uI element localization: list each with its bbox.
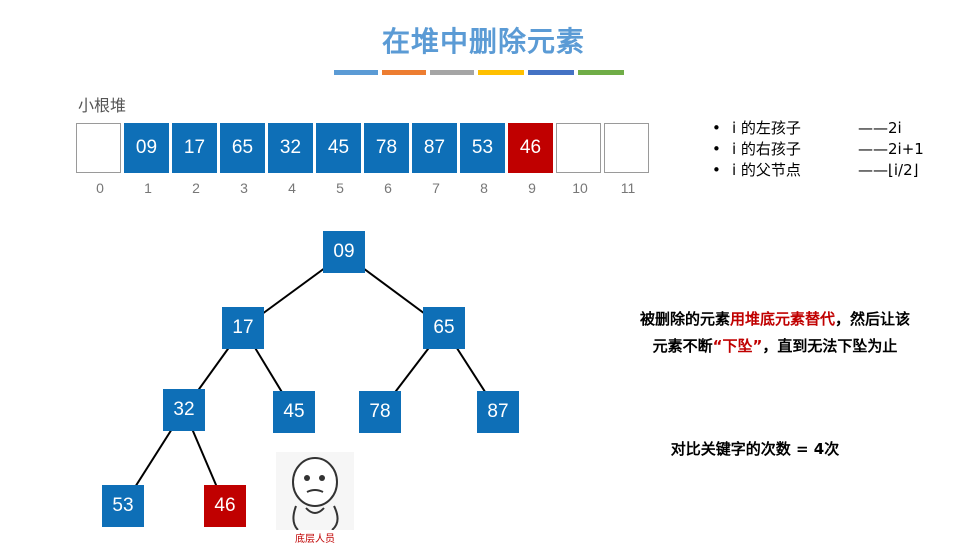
tree-node-78: 78 bbox=[359, 391, 401, 433]
meme-caption: 底层人员 bbox=[276, 530, 354, 545]
tree-node-17: 17 bbox=[222, 307, 264, 349]
text-segment: 元素不断 bbox=[653, 337, 713, 355]
tree-node-09: 09 bbox=[323, 231, 365, 273]
highlight-text: 用堆底元素替代 bbox=[730, 310, 835, 328]
explanation-line-1: 被删除的元素用堆底元素替代，然后让该 bbox=[600, 306, 950, 333]
text-segment: ，直到无法下坠为止 bbox=[762, 337, 897, 355]
tree-node-45: 45 bbox=[273, 391, 315, 433]
highlight-text: “下坠” bbox=[713, 337, 763, 355]
tree-node-32: 32 bbox=[163, 389, 205, 431]
tree-node-46: 46 bbox=[204, 485, 246, 527]
deletion-explanation: 被删除的元素用堆底元素替代，然后让该 元素不断“下坠”，直到无法下坠为止 bbox=[600, 306, 950, 360]
text-segment: 被删除的元素 bbox=[640, 310, 730, 328]
meme-face-icon bbox=[276, 452, 354, 530]
tree-node-87: 87 bbox=[477, 391, 519, 433]
meme-sticker bbox=[276, 452, 354, 542]
compare-count-text: 对比关键字的次数 = 4次 bbox=[620, 436, 890, 463]
tree-node-65: 65 bbox=[423, 307, 465, 349]
text-segment: ，然后让该 bbox=[835, 310, 910, 328]
tree-node-53: 53 bbox=[102, 485, 144, 527]
explanation-line-2: 元素不断“下坠”，直到无法下坠为止 bbox=[600, 333, 950, 360]
